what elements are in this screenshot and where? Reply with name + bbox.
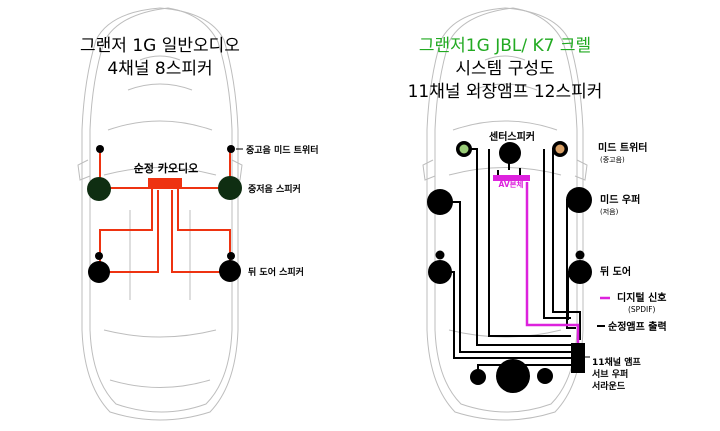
label-right-mid-tweeter: 미드 트위터 bbox=[598, 141, 647, 154]
legend-digital-sub: (SPDIF) bbox=[628, 305, 656, 314]
label-mid-tweeter: 중고음 미드 트위터 bbox=[246, 144, 319, 156]
left-rear-tweeter-right bbox=[227, 252, 235, 260]
surround-label: 서라운드 bbox=[592, 380, 626, 392]
center-speaker-label: 센터스피커 bbox=[489, 130, 535, 143]
left-woofer-right bbox=[218, 176, 242, 200]
right-rear-tweeter-right bbox=[575, 250, 585, 260]
right-tweeter-right-inner bbox=[555, 144, 565, 154]
label-rear-door: 뒤 도어 스피커 bbox=[248, 266, 304, 278]
left-title-line2: 4채널 8스피커 bbox=[107, 59, 212, 79]
surround-left bbox=[470, 369, 486, 385]
left-rear-woofer-left bbox=[88, 261, 110, 283]
head-unit-label: 순정 카오디오 bbox=[134, 161, 199, 175]
legend-digital-label: 디지털 신호 bbox=[617, 291, 666, 304]
sub-label: 서브 우퍼 bbox=[592, 368, 628, 380]
right-title-line2: 시스템 구성도 bbox=[455, 59, 554, 79]
right-center-speaker bbox=[499, 142, 521, 164]
right-woofer-left bbox=[427, 189, 453, 215]
left-title-line1: 그랜저 1G 일반오디오 bbox=[80, 36, 240, 56]
subwoofer bbox=[496, 359, 530, 393]
surround-right bbox=[537, 368, 553, 384]
head-unit-block bbox=[148, 178, 182, 189]
av-unit-label: AV본체 bbox=[499, 179, 524, 189]
left-woofer-left bbox=[87, 177, 111, 201]
label-right-mid-woofer: 미드 우퍼 bbox=[600, 193, 640, 206]
right-tweeter-left-inner bbox=[459, 144, 469, 154]
right-title-line3: 11채널 외장앰프 12스피커 bbox=[408, 82, 603, 102]
left-car-outline bbox=[77, 7, 243, 421]
av-unit-block bbox=[493, 175, 530, 181]
spdif-wiring bbox=[525, 182, 580, 344]
label-right-rear-door: 뒤 도어 bbox=[600, 265, 631, 278]
amp-block bbox=[571, 343, 585, 373]
left-rear-woofer-right bbox=[219, 260, 241, 282]
right-woofer-right bbox=[566, 187, 592, 213]
left-tweeter-left bbox=[96, 145, 104, 153]
legend-amp-label: 순정앰프 출력 bbox=[608, 320, 667, 333]
right-rear-woofer-left bbox=[428, 260, 452, 284]
right-rear-tweeter-left bbox=[435, 250, 445, 260]
right-title-line1: 그랜저1G JBL/ K7 크렐 bbox=[419, 36, 591, 56]
amp-label: 11채널 앰프 bbox=[592, 356, 641, 368]
label-right-mid-tweeter-sub: (중고음) bbox=[600, 156, 625, 164]
label-mid-woofer: 중저음 스피커 bbox=[248, 183, 301, 195]
left-tweeter-right bbox=[227, 145, 235, 153]
label-right-mid-woofer-sub: (저음) bbox=[600, 207, 619, 216]
right-rear-woofer-right bbox=[568, 260, 592, 284]
left-rear-tweeter-left bbox=[95, 252, 103, 260]
